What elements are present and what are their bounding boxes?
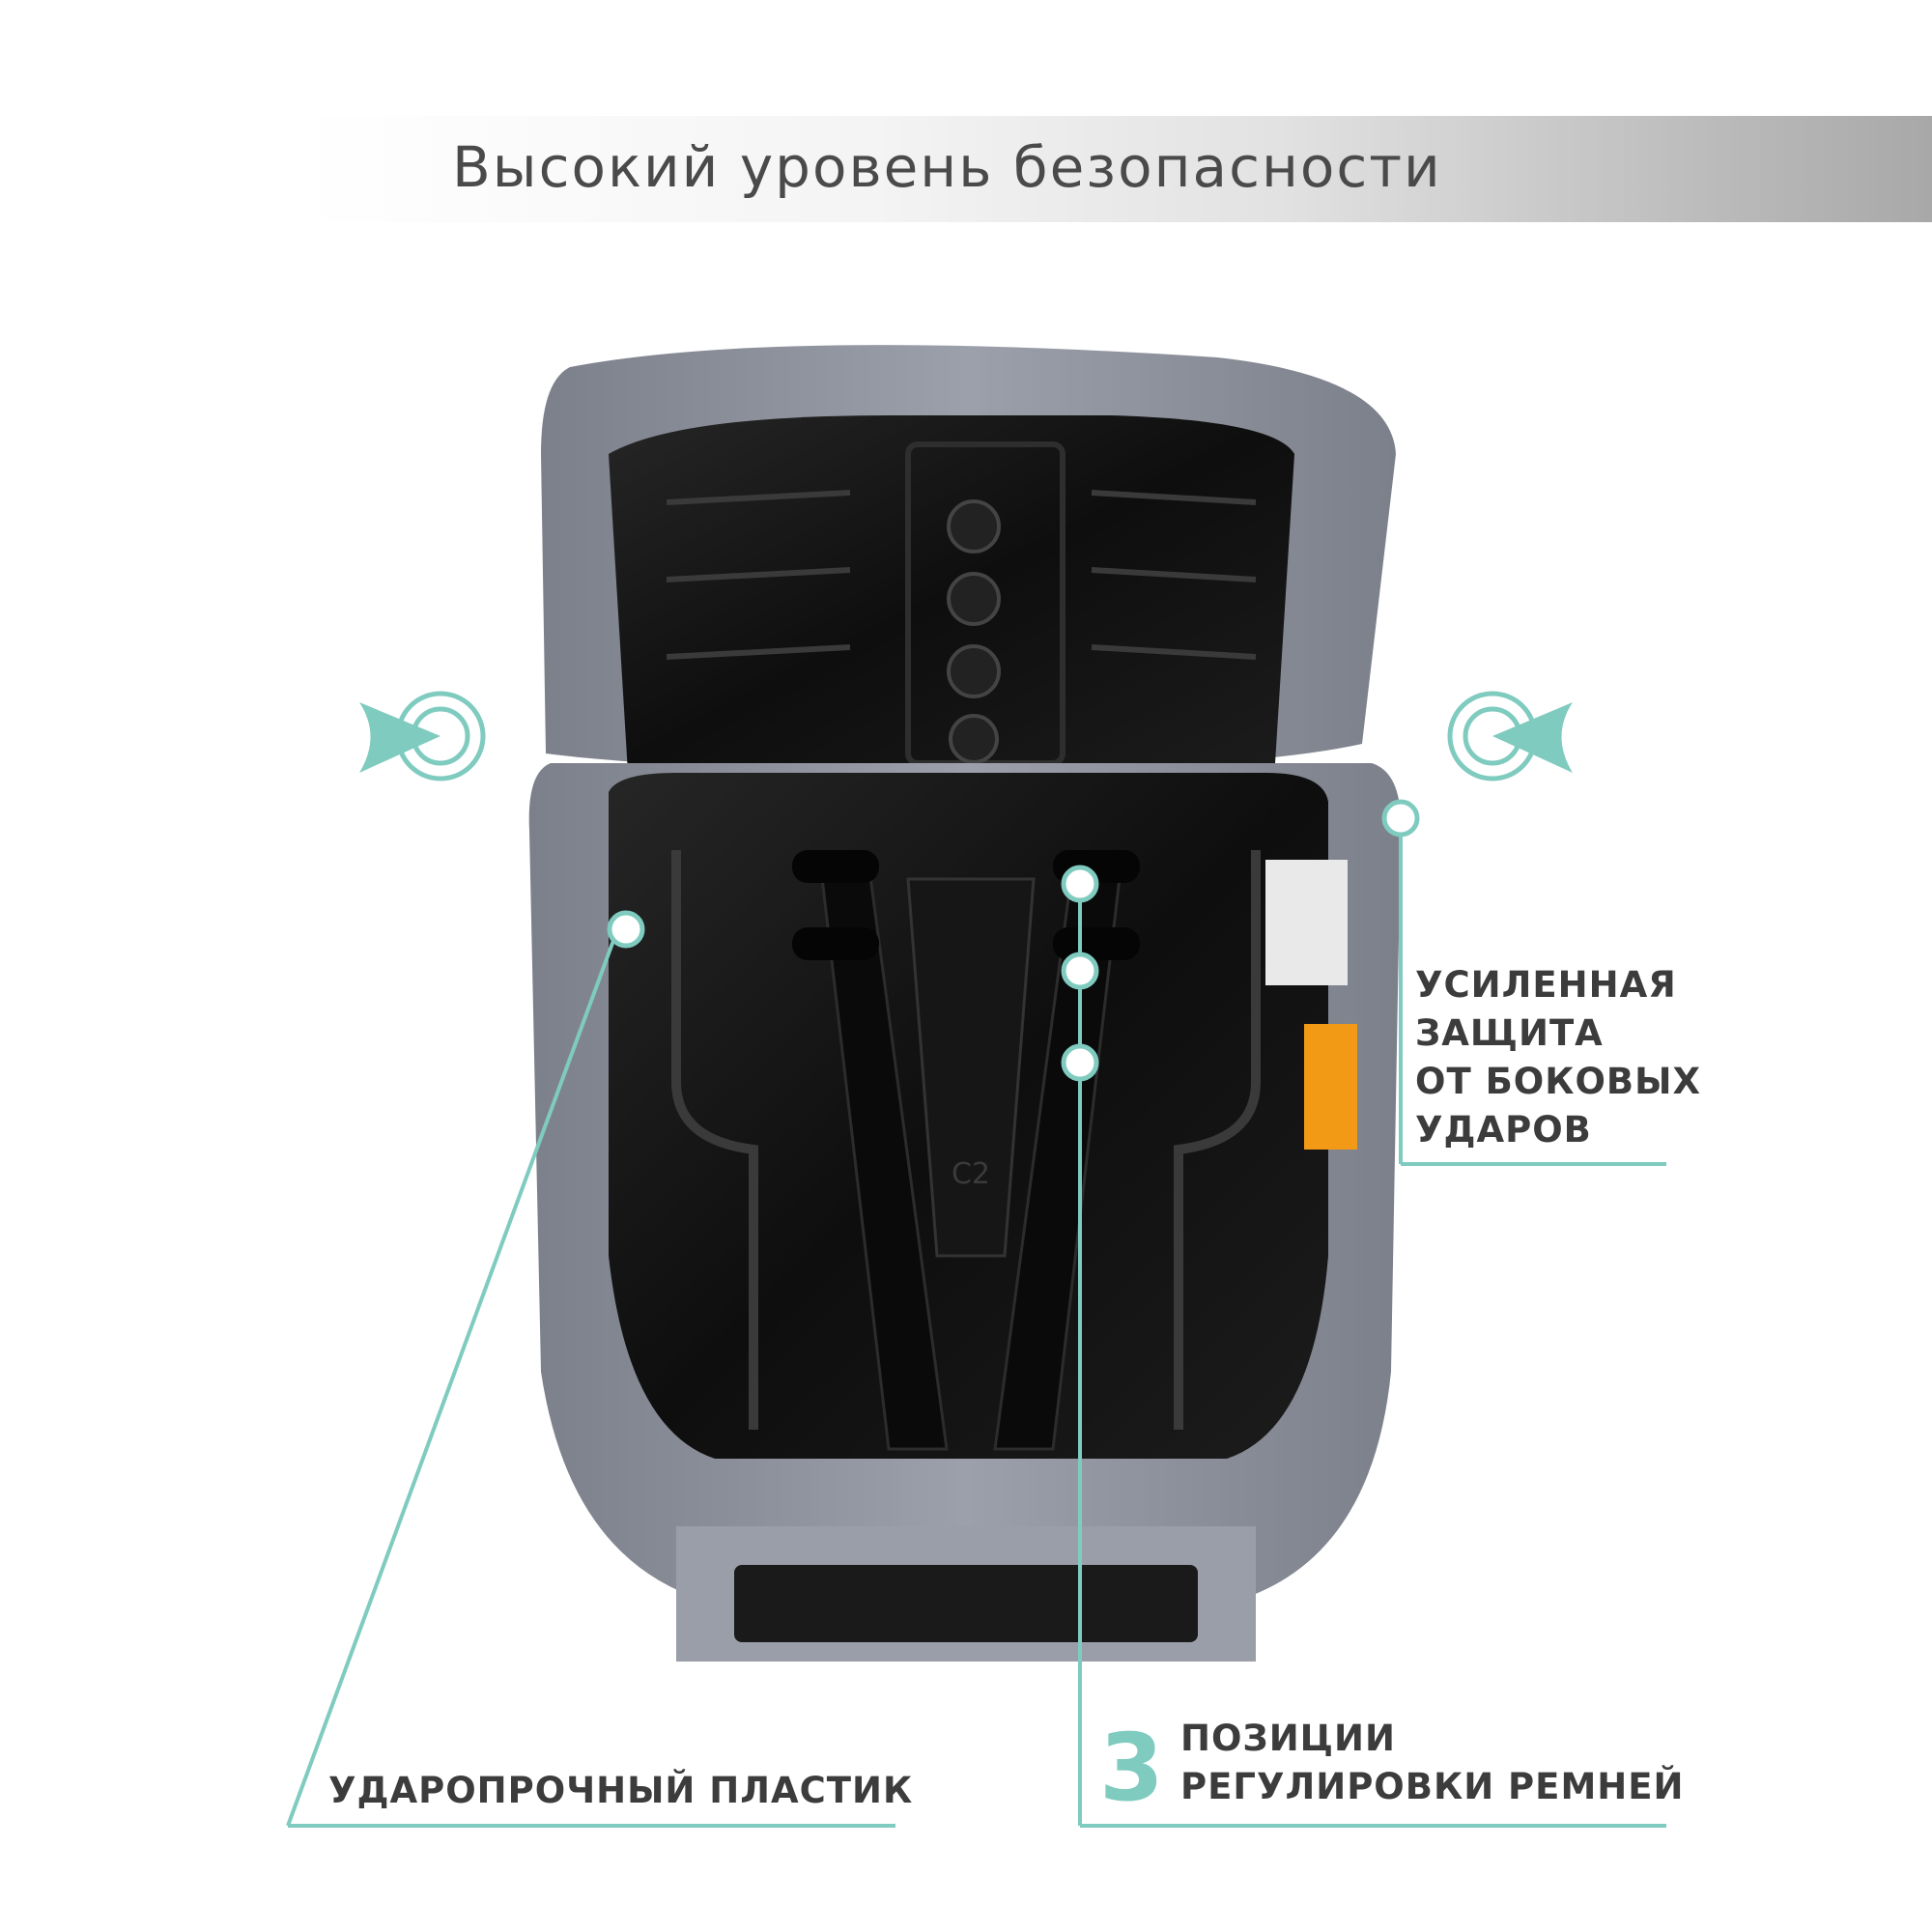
strap-positions-line-1: ПОЗИЦИИ <box>1180 1718 1396 1759</box>
side-protection-line-2: ЗАЩИТА <box>1415 1012 1604 1054</box>
plastic-label: УДАРОПРОЧНЫЙ ПЛАСТИК <box>328 1770 914 1811</box>
side-protection-line-1: УСИЛЕННАЯ <box>1415 964 1677 1006</box>
arrow-target-right-icon <box>1447 691 1573 781</box>
header-banner <box>299 116 1932 222</box>
strap-callout-line <box>1078 884 1666 1828</box>
strap-positions-number: 3 <box>1099 1714 1164 1822</box>
strap-bullet-3 <box>1061 1043 1099 1082</box>
back-marking: C2 <box>952 1157 990 1191</box>
orange-sticker <box>1304 1024 1357 1150</box>
side-bullet <box>1381 799 1420 838</box>
side-protection-line-4: УДАРОВ <box>1415 1109 1592 1151</box>
strap-bullet-2 <box>1061 952 1099 990</box>
side-wings <box>671 850 1261 1430</box>
white-sticker <box>1265 860 1348 985</box>
height-adjust-knobs <box>947 499 1001 764</box>
side-callout-line <box>1399 835 1666 1166</box>
car-seat-image: C2 <box>528 345 1402 1662</box>
plastic-callout-line <box>286 926 895 1828</box>
strap-positions-line-2: РЕГУЛИРОВКИ РЕМНЕЙ <box>1180 1766 1685 1807</box>
plastic-bullet <box>607 910 645 949</box>
arrow-target-left-icon <box>359 691 486 781</box>
seat-base-clips <box>734 1565 1198 1642</box>
side-protection-line-3: ОТ БОКОВЫХ <box>1415 1061 1701 1102</box>
harness-straps <box>819 867 1122 1451</box>
center-plate <box>906 877 1036 1258</box>
strap-slots <box>792 850 1140 960</box>
strap-bullet-1 <box>1061 865 1099 903</box>
page-title: Высокий уровень безопасности <box>452 134 1442 200</box>
